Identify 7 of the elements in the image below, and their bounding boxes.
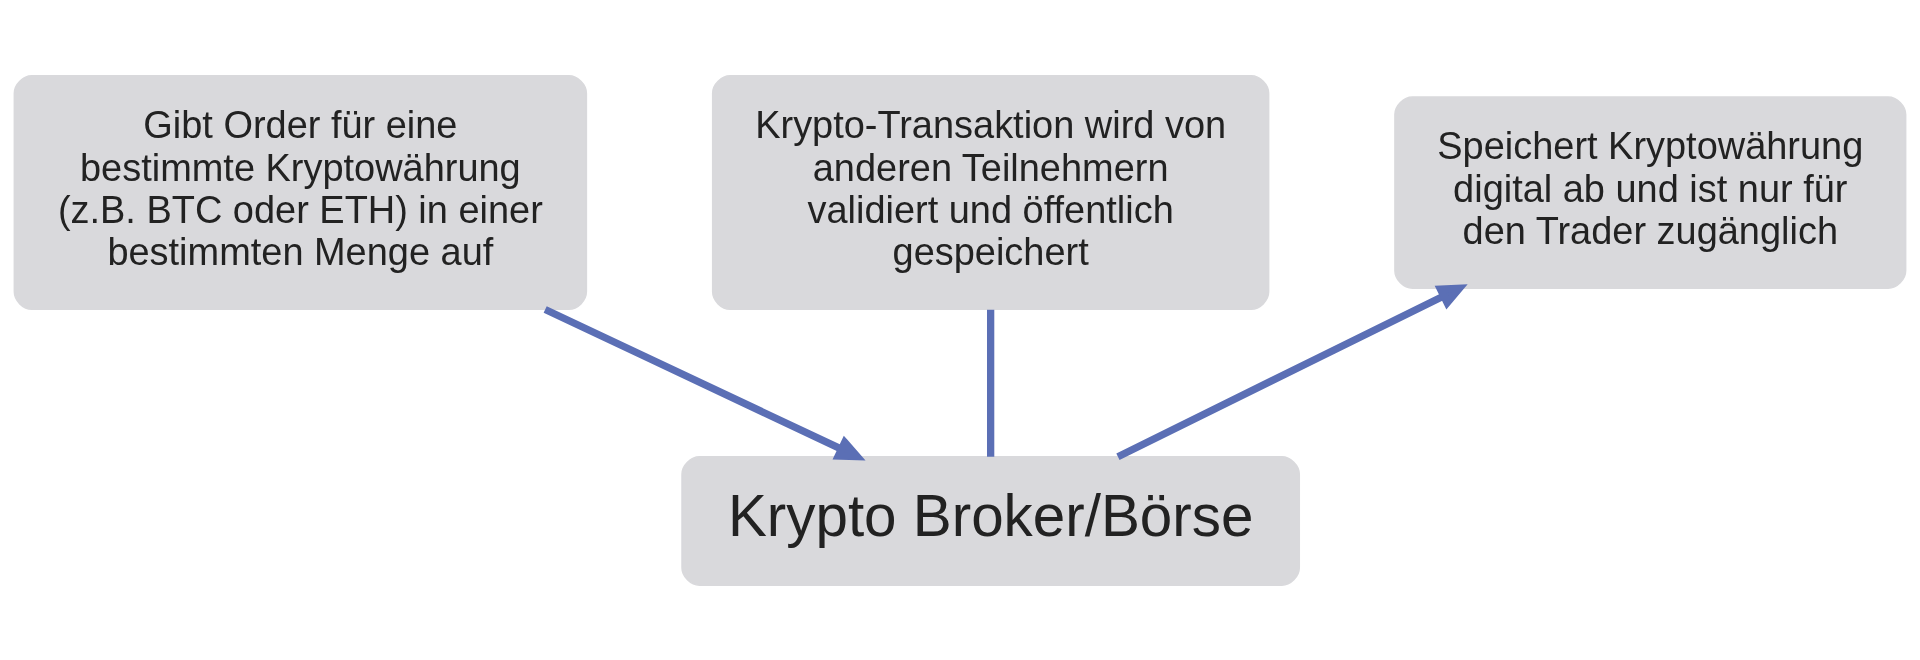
node-box: Krypto-Transaktion wird von anderen Teilnehmern validiert und öffentlich gespeichert [711,74,1270,310]
node-box: Speichert Kryptowährung digital ab und ist nur für den Trader zugänglich [1394,95,1907,289]
arrow [1116,283,1468,460]
node-box: Gibt Order für eine bestimmte Kryptowährung (z.B. BTC oder ETH) in einer bestimmten Menge auf [13,74,588,310]
arrow [543,305,866,460]
connector [987,309,995,457]
node-box: Krypto Broker/Börse [681,455,1301,586]
